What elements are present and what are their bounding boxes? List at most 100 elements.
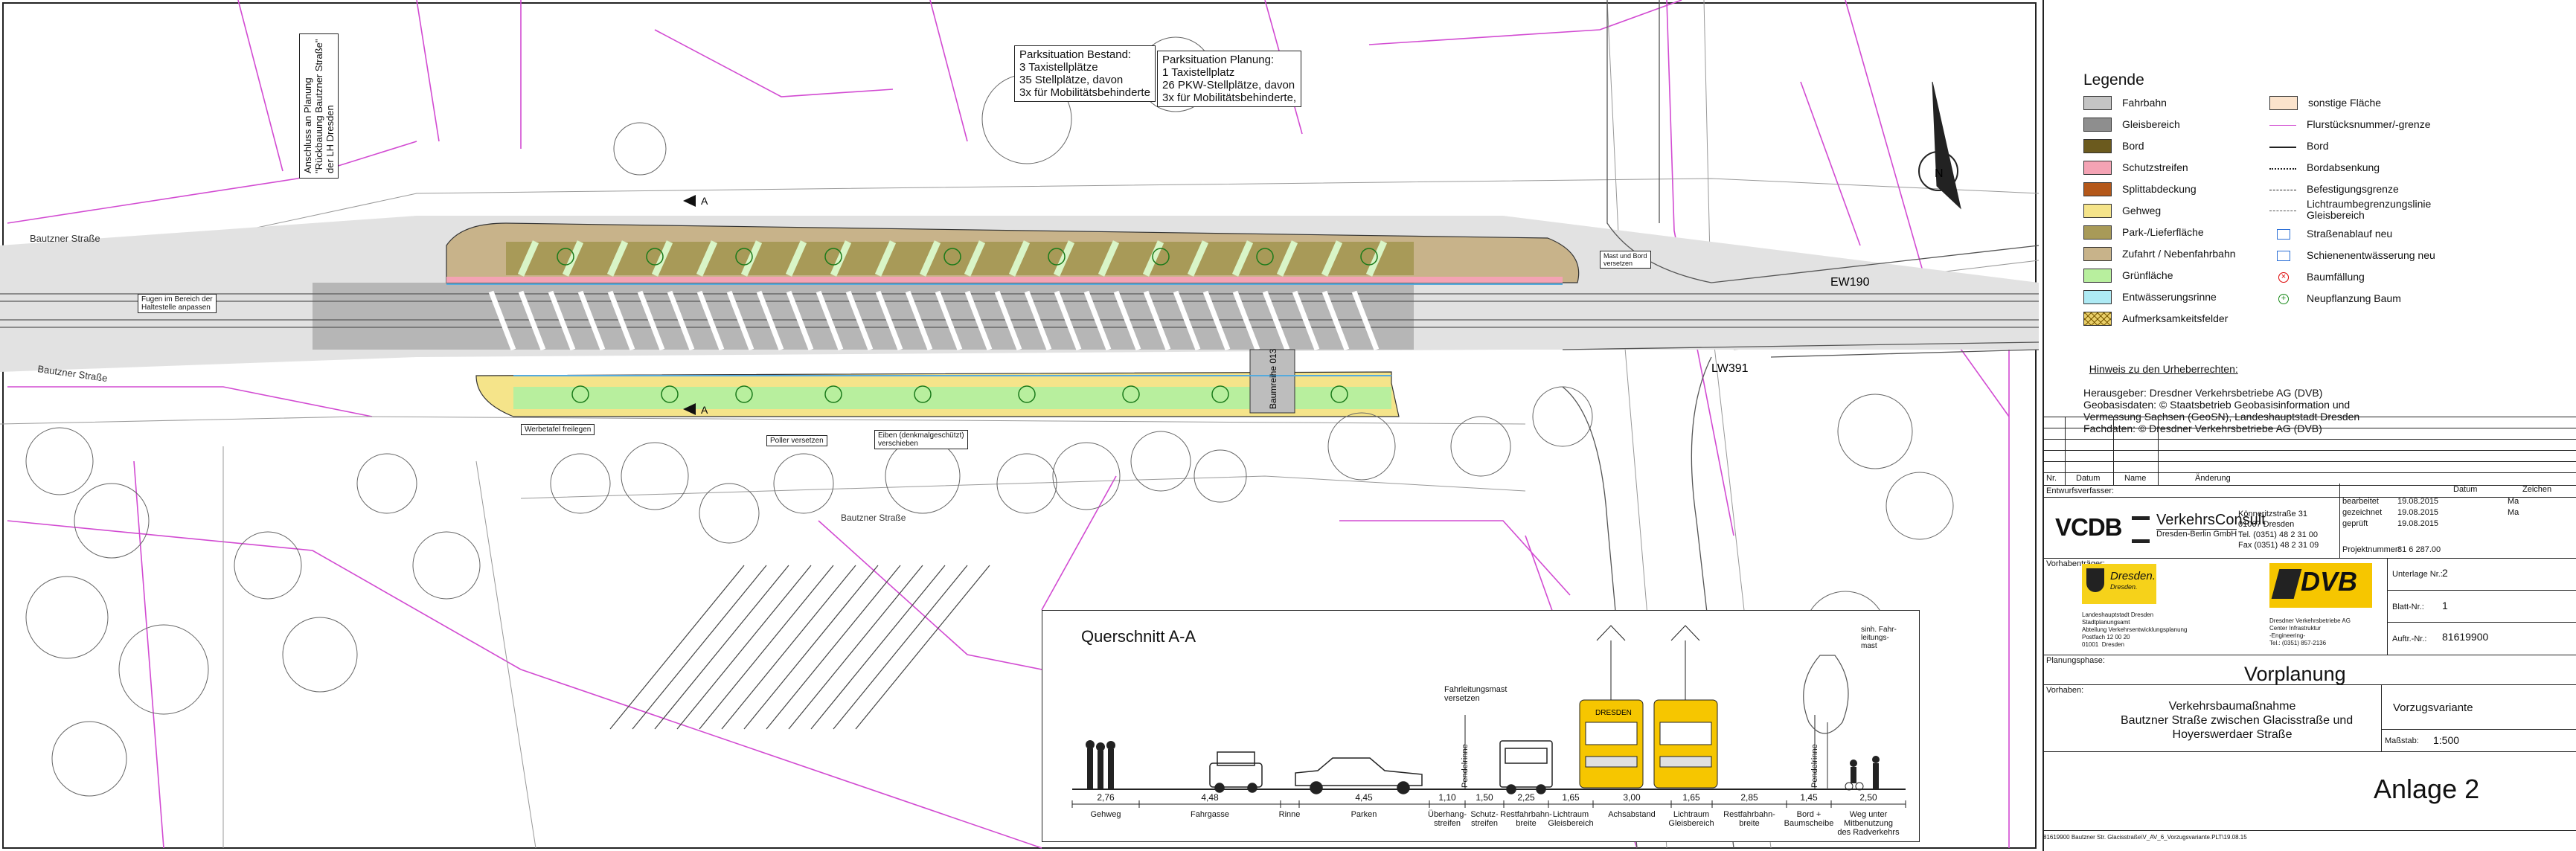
tree-note: sinh. Fahr- leitungs- mast [1861, 626, 1897, 650]
rev-header-datum: Datum [2076, 474, 2101, 483]
car-front-icon [1209, 751, 1263, 793]
legend-item: Gehweg [2083, 203, 2161, 218]
copyright-heading: Hinweis zu den Urheberrechten: [2089, 363, 2238, 375]
legend-panel [2042, 0, 2576, 851]
sign-role: bearbeitet [2342, 497, 2379, 506]
legend-label: Schienenentwässerung neu [2307, 248, 2435, 261]
note-connection-planning: Anschluss an Planung "Rückbauung Bautzne… [299, 33, 339, 179]
dimension-value: 1,10 [1438, 792, 1456, 803]
parcel-lines [7, 0, 2010, 849]
legend-label: Baumfällung [2307, 270, 2365, 283]
street-label: Bautzner Straße [30, 233, 100, 244]
copyright-notice: Hinweis zu den Urheberrechten: Herausgeb… [2083, 351, 2359, 446]
legend-item: Bord [2269, 138, 2485, 153]
phase-label: Planungsphase: [2046, 656, 2105, 665]
legend-item: Bord [2083, 138, 2144, 153]
note-billboard: Werbetafel freilegen [521, 424, 595, 435]
pedestrians-icon [1086, 740, 1115, 789]
tram-icon [1579, 625, 1644, 789]
legend-swatch-icon [2083, 203, 2112, 218]
sign-initials: Ma [2508, 497, 2519, 506]
legend-item: Schutzstreifen [2083, 160, 2188, 175]
legend-swatch-icon [2083, 182, 2112, 196]
cross-section-panel: Querschnitt A-A [1042, 610, 1920, 842]
crosswalk [488, 290, 1380, 351]
tree-icon [1803, 655, 1849, 789]
tree-symbols [557, 248, 1378, 403]
scale-label: Maßstab: [2385, 736, 2419, 745]
dimension-label: Restfahrbahn- breite [1723, 810, 1775, 828]
legend-label: Schutzstreifen [2122, 161, 2188, 173]
unterlage-value: 2 [2442, 567, 2448, 579]
legend-label: Fahrbahn [2122, 97, 2167, 109]
tram-icon [1653, 625, 1718, 789]
sign-date: 19.08.2015 [2397, 497, 2439, 506]
legend-swatch-icon [2083, 117, 2112, 132]
legend-label: Splittabdeckung [2122, 183, 2197, 195]
dimension-label: Gehweg [1090, 810, 1121, 819]
legend-label: Lichtraumbegrenzungslinie Gleisbereich [2307, 198, 2432, 221]
firm-name: VerkehrsConsult [2156, 512, 2266, 528]
dimension-value: 4,45 [1355, 792, 1373, 803]
legend-swatch-icon [2083, 160, 2112, 175]
author-label: Entwurfsverfasser: [2046, 486, 2115, 495]
drain-new-icon [2269, 228, 2296, 240]
dimension-value: 1,45 [1800, 792, 1818, 803]
legend-label: Zufahrt / Nebenfahrbahn [2122, 248, 2236, 260]
firm-address: Könneritzstraße 31 01067 Dresden Tel. (0… [2238, 510, 2319, 550]
dimension-label: Achsabstand [1608, 810, 1656, 819]
note-parking-existing: Parksituation Bestand: 3 Taxistellplätze… [1014, 45, 1156, 102]
project-number: 81 6 287.00 [2397, 545, 2441, 554]
track-area [313, 283, 1414, 350]
legend-swatch-icon [2083, 95, 2112, 110]
legend-swatch-icon [2083, 225, 2112, 240]
city-logo-text: Dresden. [2110, 570, 2156, 582]
cyclist-icon [1845, 756, 1880, 791]
vcdb-logo-mark-icon [2132, 516, 2150, 543]
mast-note: Fahrleitungsmast versetzen [1444, 685, 1508, 703]
pendelrinne-label: Pendelrinne [1461, 744, 1470, 788]
legend-swatch-icon [2083, 246, 2112, 261]
auftrag-value: 81619900 [2442, 631, 2489, 643]
dimension-value: 3,00 [1623, 792, 1641, 803]
cross-section-drawing: DRESDEN [1071, 625, 1906, 808]
tree-row-label: Baumreihe 013 [1268, 348, 1278, 409]
legend-label: Bord [2307, 139, 2329, 152]
dimension-label: Weg unter Mitbenutzung des Radverkehrs [1837, 810, 1900, 837]
dimension-label: Schutz- streifen [1470, 810, 1499, 828]
city-address: Landeshauptstadt Dresden Stadtplanungsam… [2082, 611, 2188, 648]
north-letter: N [1935, 167, 1944, 180]
dvb-lion-icon [2271, 569, 2302, 599]
legend-label: Bord [2122, 140, 2144, 152]
cross-section-title: Querschnitt A-A [1081, 627, 1196, 646]
note-joints: Fugen im Bereich der Haltestelle anpasse… [138, 294, 217, 313]
legend-item: Zufahrt / Nebenfahrbahn [2083, 246, 2236, 261]
rev-header-nr: Nr. [2046, 474, 2057, 483]
section-mark-a-top: A [701, 195, 708, 207]
dvb-logo: DVB [2269, 563, 2372, 608]
dimension-value: 1,65 [1562, 792, 1580, 803]
dresden-crest-icon [2086, 568, 2104, 592]
unterlage-label: Unterlage Nr.: [2392, 570, 2443, 579]
legend-item: Schienenentwässerung neu [2269, 248, 2485, 263]
blatt-label: Blatt-Nr.: [2392, 603, 2424, 611]
legend-item: Aufmerksamkeitsfelder [2083, 311, 2228, 326]
dimension-label: Überhang- streifen [1428, 810, 1467, 828]
legend-label: Entwässerungsrinne [2122, 291, 2217, 303]
sign-header-initials: Zeichen [2522, 485, 2552, 494]
street-label: Bautzner Straße [841, 513, 906, 523]
tree-plant-icon: + [2269, 292, 2296, 305]
dimension-label: Rinne [1278, 810, 1301, 819]
dimension-value: 1,65 [1682, 792, 1700, 803]
legend-label: Grünfläche [2122, 269, 2173, 281]
site-plan: N A A Bautzner Straße Bautzner Straße Ba… [0, 0, 2039, 849]
curb-line-icon [2269, 140, 2296, 152]
legend-label: Neupflanzung Baum [2307, 292, 2401, 304]
project-number-label: Projektnummer: [2342, 545, 2400, 554]
legend-swatch-icon [2083, 289, 2112, 304]
attachment-number: Anlage 2 [2374, 774, 2480, 804]
dimension-label: Bord + Baumscheibe [1784, 810, 1834, 828]
rail-drain-new-icon [2269, 249, 2296, 262]
legend-item: Gleisbereich [2083, 117, 2180, 132]
legend-swatch-icon [2083, 138, 2112, 153]
